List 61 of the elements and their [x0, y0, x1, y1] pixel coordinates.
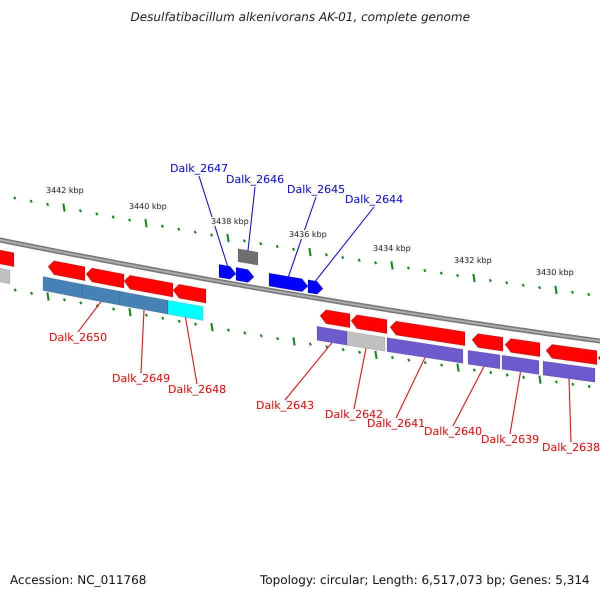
gene-label: Dalk_2639 [481, 434, 540, 446]
leader-line [198, 176, 228, 266]
leader-line [396, 357, 426, 418]
gene-block [542, 360, 596, 383]
leader-line [185, 316, 198, 384]
gene-symbol [172, 284, 206, 304]
leader-line [248, 186, 256, 251]
leader-line [354, 348, 366, 410]
leader-line [284, 342, 332, 400]
scale-label: 3436 kbp [289, 230, 327, 240]
footer-text: Accession: NC_011768 [10, 574, 146, 588]
gene-block [168, 300, 204, 321]
scale-label: 3434 kbp [373, 244, 411, 254]
gene-symbol [390, 320, 466, 346]
gene-symbol [320, 309, 350, 328]
leader-line [510, 371, 521, 434]
gene-block [316, 326, 348, 346]
gene-block [238, 248, 258, 266]
gene-symbol [546, 344, 598, 365]
gene-block [82, 284, 120, 306]
gene-label: Dalk_2646 [226, 174, 284, 186]
gene-symbol [308, 279, 324, 295]
gene-label: Dalk_2640 [424, 426, 482, 438]
gene-symbol [48, 260, 86, 282]
gene-label: Dalk_2643 [256, 400, 314, 412]
gene-label: Dalk_2644 [345, 194, 404, 206]
leader-line [78, 301, 102, 332]
gene-symbol [124, 274, 174, 298]
leader-line [315, 206, 374, 282]
scale-label: 3432 kbp [454, 256, 492, 266]
footer-text: Topology: circular; Length: 6,517,073 bp; Genes: 5,314 [260, 574, 590, 588]
gene-label: Dalk_2650 [49, 332, 108, 344]
gene-block [468, 350, 500, 370]
gene-symbol [218, 264, 236, 280]
gene-label: Dalk_2648 [168, 384, 226, 396]
leader-line [452, 366, 484, 426]
gene-label: Dalk_2638 [542, 442, 600, 454]
gene-symbol [236, 267, 254, 283]
gene-label: Dalk_2645 [287, 184, 346, 196]
scale-label: 3442 kbp [46, 186, 84, 196]
scale-label: 3440 kbp [129, 202, 167, 212]
leader-line [568, 378, 572, 442]
gene-symbol [350, 314, 388, 334]
gene-block [386, 337, 464, 364]
gene-label: Dalk_2641 [367, 418, 426, 430]
gene-block [346, 330, 386, 352]
gene-label: Dalk_2647 [170, 162, 228, 176]
gene-label: Dalk_2649 [112, 372, 170, 386]
leader-line [288, 196, 316, 277]
gene-symbol [0, 248, 14, 268]
scale-label: 3430 kbp [536, 268, 574, 278]
gene-symbol [472, 333, 504, 352]
scale-label: 3438 kbp [211, 216, 249, 226]
gene-block [42, 276, 82, 298]
gene-block [120, 290, 168, 315]
diagram-title: Desulfatibacillum alkenivorans AK-01, complete genome [130, 11, 470, 25]
gene-symbol [504, 338, 540, 358]
leader-line [140, 309, 144, 374]
gene-symbol [86, 268, 124, 288]
gene-block [0, 266, 10, 284]
gene-block [502, 354, 540, 375]
